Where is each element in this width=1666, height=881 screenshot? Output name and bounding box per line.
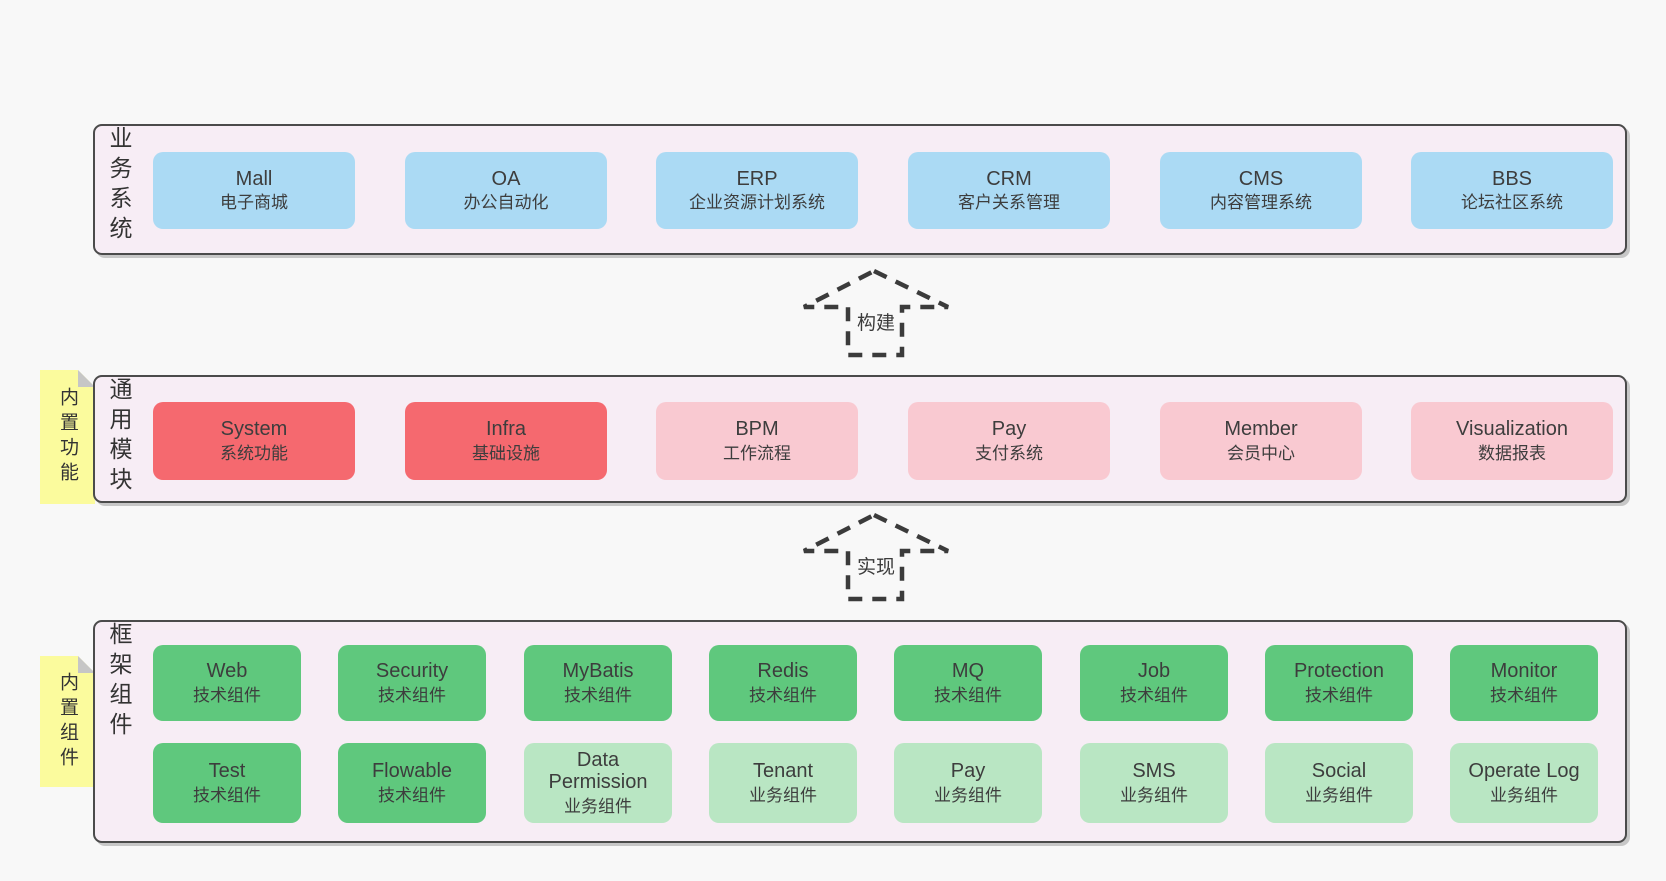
box-system: System 系统功能 xyxy=(153,402,355,480)
band-label-framework-components: 框架组件 xyxy=(106,622,132,742)
band-label-common-modules: 通用模块 xyxy=(106,377,132,497)
box-cms: CMS 内容管理系统 xyxy=(1160,152,1362,229)
box-mq: MQ 技术组件 xyxy=(894,645,1042,721)
box-visualization: Visualization 数据报表 xyxy=(1411,402,1613,480)
box-member: Member 会员中心 xyxy=(1160,402,1362,480)
box-bbs: BBS 论坛社区系统 xyxy=(1411,152,1613,229)
band-framework-components: 框架组件 Web 技术组件 Security 技术组件 MyBatis 技术组件… xyxy=(93,620,1627,843)
dashed-up-arrow-icon xyxy=(802,268,949,358)
box-web: Web 技术组件 xyxy=(153,645,301,721)
sticky-note-built-in-components: 内置组件 xyxy=(40,656,95,787)
box-data-permission: Data Permission 业务组件 xyxy=(524,743,672,823)
arrow-label: 实现 xyxy=(854,552,898,579)
sticky-note-label: 内置功能 xyxy=(57,387,78,487)
sticky-note-label: 内置组件 xyxy=(57,671,78,772)
arrow-label: 构建 xyxy=(854,308,898,335)
box-crm: CRM 客户关系管理 xyxy=(908,152,1110,229)
box-job: Job 技术组件 xyxy=(1080,645,1228,721)
box-social: Social 业务组件 xyxy=(1265,743,1413,823)
box-pay-biz: Pay 业务组件 xyxy=(894,743,1042,823)
box-oa: OA 办公自动化 xyxy=(405,152,607,229)
box-mybatis: MyBatis 技术组件 xyxy=(524,645,672,721)
box-infra: Infra 基础设施 xyxy=(405,402,607,480)
band-label-business-systems: 业务系统 xyxy=(106,126,132,246)
box-mall: Mall 电子商城 xyxy=(153,152,355,229)
dashed-up-arrow-icon xyxy=(802,512,949,602)
arrow-implement: 实现 xyxy=(801,512,951,602)
box-bpm: BPM 工作流程 xyxy=(656,402,858,480)
band-common-modules: 通用模块 System 系统功能 Infra 基础设施 BPM 工作流程 Pay… xyxy=(93,375,1627,503)
band-business-systems: 业务系统 Mall 电子商城 OA 办公自动化 ERP 企业资源计划系统 CRM… xyxy=(93,124,1627,255)
arrow-build: 构建 xyxy=(801,268,951,358)
box-operate-log: Operate Log 业务组件 xyxy=(1450,743,1598,823)
box-redis: Redis 技术组件 xyxy=(709,645,857,721)
sticky-note-built-in-features: 内置功能 xyxy=(40,370,95,504)
box-flowable: Flowable 技术组件 xyxy=(338,743,486,823)
box-tenant: Tenant 业务组件 xyxy=(709,743,857,823)
box-erp: ERP 企业资源计划系统 xyxy=(656,152,858,229)
box-security: Security 技术组件 xyxy=(338,645,486,721)
box-monitor: Monitor 技术组件 xyxy=(1450,645,1598,721)
box-protection: Protection 技术组件 xyxy=(1265,645,1413,721)
box-test: Test 技术组件 xyxy=(153,743,301,823)
box-pay: Pay 支付系统 xyxy=(908,402,1110,480)
box-sms: SMS 业务组件 xyxy=(1080,743,1228,823)
